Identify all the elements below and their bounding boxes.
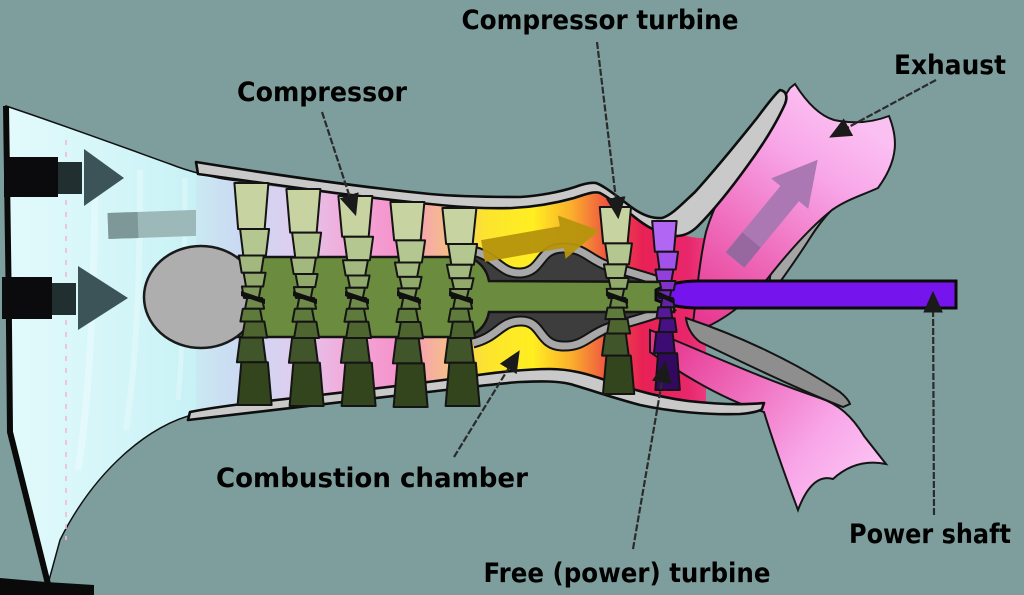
blade-segment (601, 354, 636, 395)
blade-segment (658, 280, 677, 292)
blade-segment (285, 188, 322, 234)
blade-segment (389, 201, 426, 242)
blade-segment (445, 263, 473, 280)
blade-segment (241, 320, 269, 339)
leader-power-shaft (923, 290, 943, 516)
exhaust-flow-arrow (725, 159, 818, 268)
blade-segment (398, 275, 423, 290)
intake-airflow-arrow-bottom (2, 266, 128, 330)
blade-segment (236, 361, 273, 406)
blade-segment (337, 195, 374, 238)
label-exhaust: Exhaust (894, 50, 1006, 81)
blade-segment (652, 331, 676, 355)
nacelle-top-casing (194, 88, 788, 238)
blade-segment (341, 259, 369, 277)
combustion-flow-arrow (481, 215, 600, 262)
blade-segment (604, 306, 627, 321)
blade-segment (339, 336, 371, 364)
blade-segment (598, 206, 633, 245)
blade-segment (654, 352, 681, 391)
blade-segment (449, 320, 477, 339)
blade-segment (656, 250, 680, 271)
intake-left-edge (3, 105, 51, 585)
blade-segment (447, 307, 472, 323)
bottom-left-black-wedge (0, 578, 94, 595)
blade-segment (239, 307, 264, 323)
label-power-shaft: Power shaft (849, 519, 1011, 550)
compressor-turbine-stage (598, 206, 636, 395)
intake-streak-2 (123, 169, 143, 431)
label-compressor-turbine: Compressor turbine (462, 5, 739, 36)
blade-segment (395, 239, 427, 264)
label-free-power-turbine: Free (power) turbine (484, 558, 771, 589)
compressor-stage-2 (285, 188, 325, 407)
leader-lines (320, 41, 943, 550)
blade-segment (607, 276, 630, 290)
blade-segment (395, 307, 420, 323)
blade-segment (450, 277, 475, 290)
blade-segment (242, 271, 267, 288)
blade-segment (606, 318, 632, 335)
compressor-stage-4 (389, 201, 429, 408)
blade-segment (657, 317, 678, 334)
blade-segment (655, 306, 674, 320)
power-shaft-rod (654, 279, 958, 310)
blade-segment (346, 274, 371, 289)
rear-cowl-lower-crescent (684, 316, 852, 409)
blade-segment (293, 320, 321, 339)
leader-combustion-chamber (453, 350, 520, 458)
blade-segment (235, 336, 267, 364)
compressor-stage-1 (233, 182, 273, 406)
blade-segment (651, 220, 678, 253)
leader-exhaust (829, 79, 937, 138)
blade-segment (392, 362, 429, 408)
label-combustion-chamber: Combustion chamber (216, 463, 529, 494)
leader-free-power-turbine (631, 360, 672, 550)
blade-segment (444, 361, 481, 407)
blade-segment (397, 320, 425, 340)
blade-stacks (233, 182, 681, 408)
compressor-stage-5 (441, 207, 481, 407)
blade-segment (441, 207, 478, 245)
blade-segment (288, 361, 325, 407)
blade-segment (237, 254, 265, 274)
blade-segment (391, 337, 423, 365)
leader-compressor-turbine (595, 41, 626, 220)
compressor-stage-3 (337, 195, 377, 407)
blade-segment (602, 263, 628, 279)
blade-segment (393, 261, 421, 278)
blade-segment (291, 231, 323, 259)
blade-segment (343, 235, 375, 262)
blade-segment (287, 336, 319, 364)
intake-airflow-arrow-top (4, 149, 124, 206)
blade-segment (443, 336, 475, 364)
blade-segment (233, 182, 270, 230)
blade-segment (343, 307, 368, 323)
blade-segment (291, 307, 316, 323)
blade-segment (289, 256, 317, 276)
blade-segment (654, 268, 675, 283)
blade-segment (447, 243, 479, 266)
blade-segment (294, 273, 319, 289)
blade-segment (604, 242, 633, 266)
blade-segment (345, 320, 373, 339)
label-compressor: Compressor (237, 77, 408, 108)
blade-segment (601, 332, 630, 357)
blade-segment (239, 228, 271, 257)
blade-segment (340, 361, 377, 407)
